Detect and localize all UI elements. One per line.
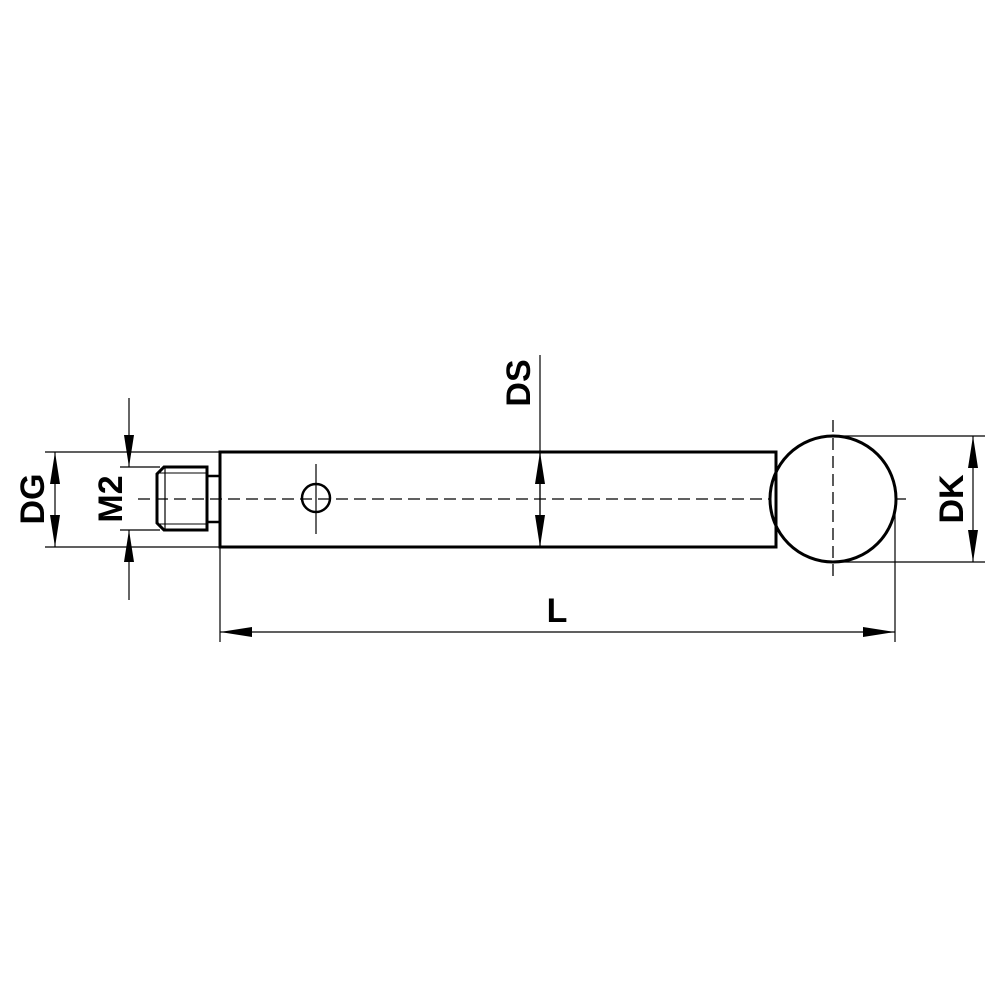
m2-label: M2 — [92, 475, 130, 522]
neck — [205, 474, 222, 524]
dg-label: DG — [14, 474, 52, 525]
l-dimension — [219, 505, 896, 642]
ds-label: DS — [500, 359, 538, 406]
m2-dimension — [120, 398, 160, 600]
thread — [155, 465, 209, 532]
dk-dimension — [833, 435, 985, 563]
dk-label: DK — [933, 474, 971, 524]
l-label: L — [547, 592, 568, 630]
